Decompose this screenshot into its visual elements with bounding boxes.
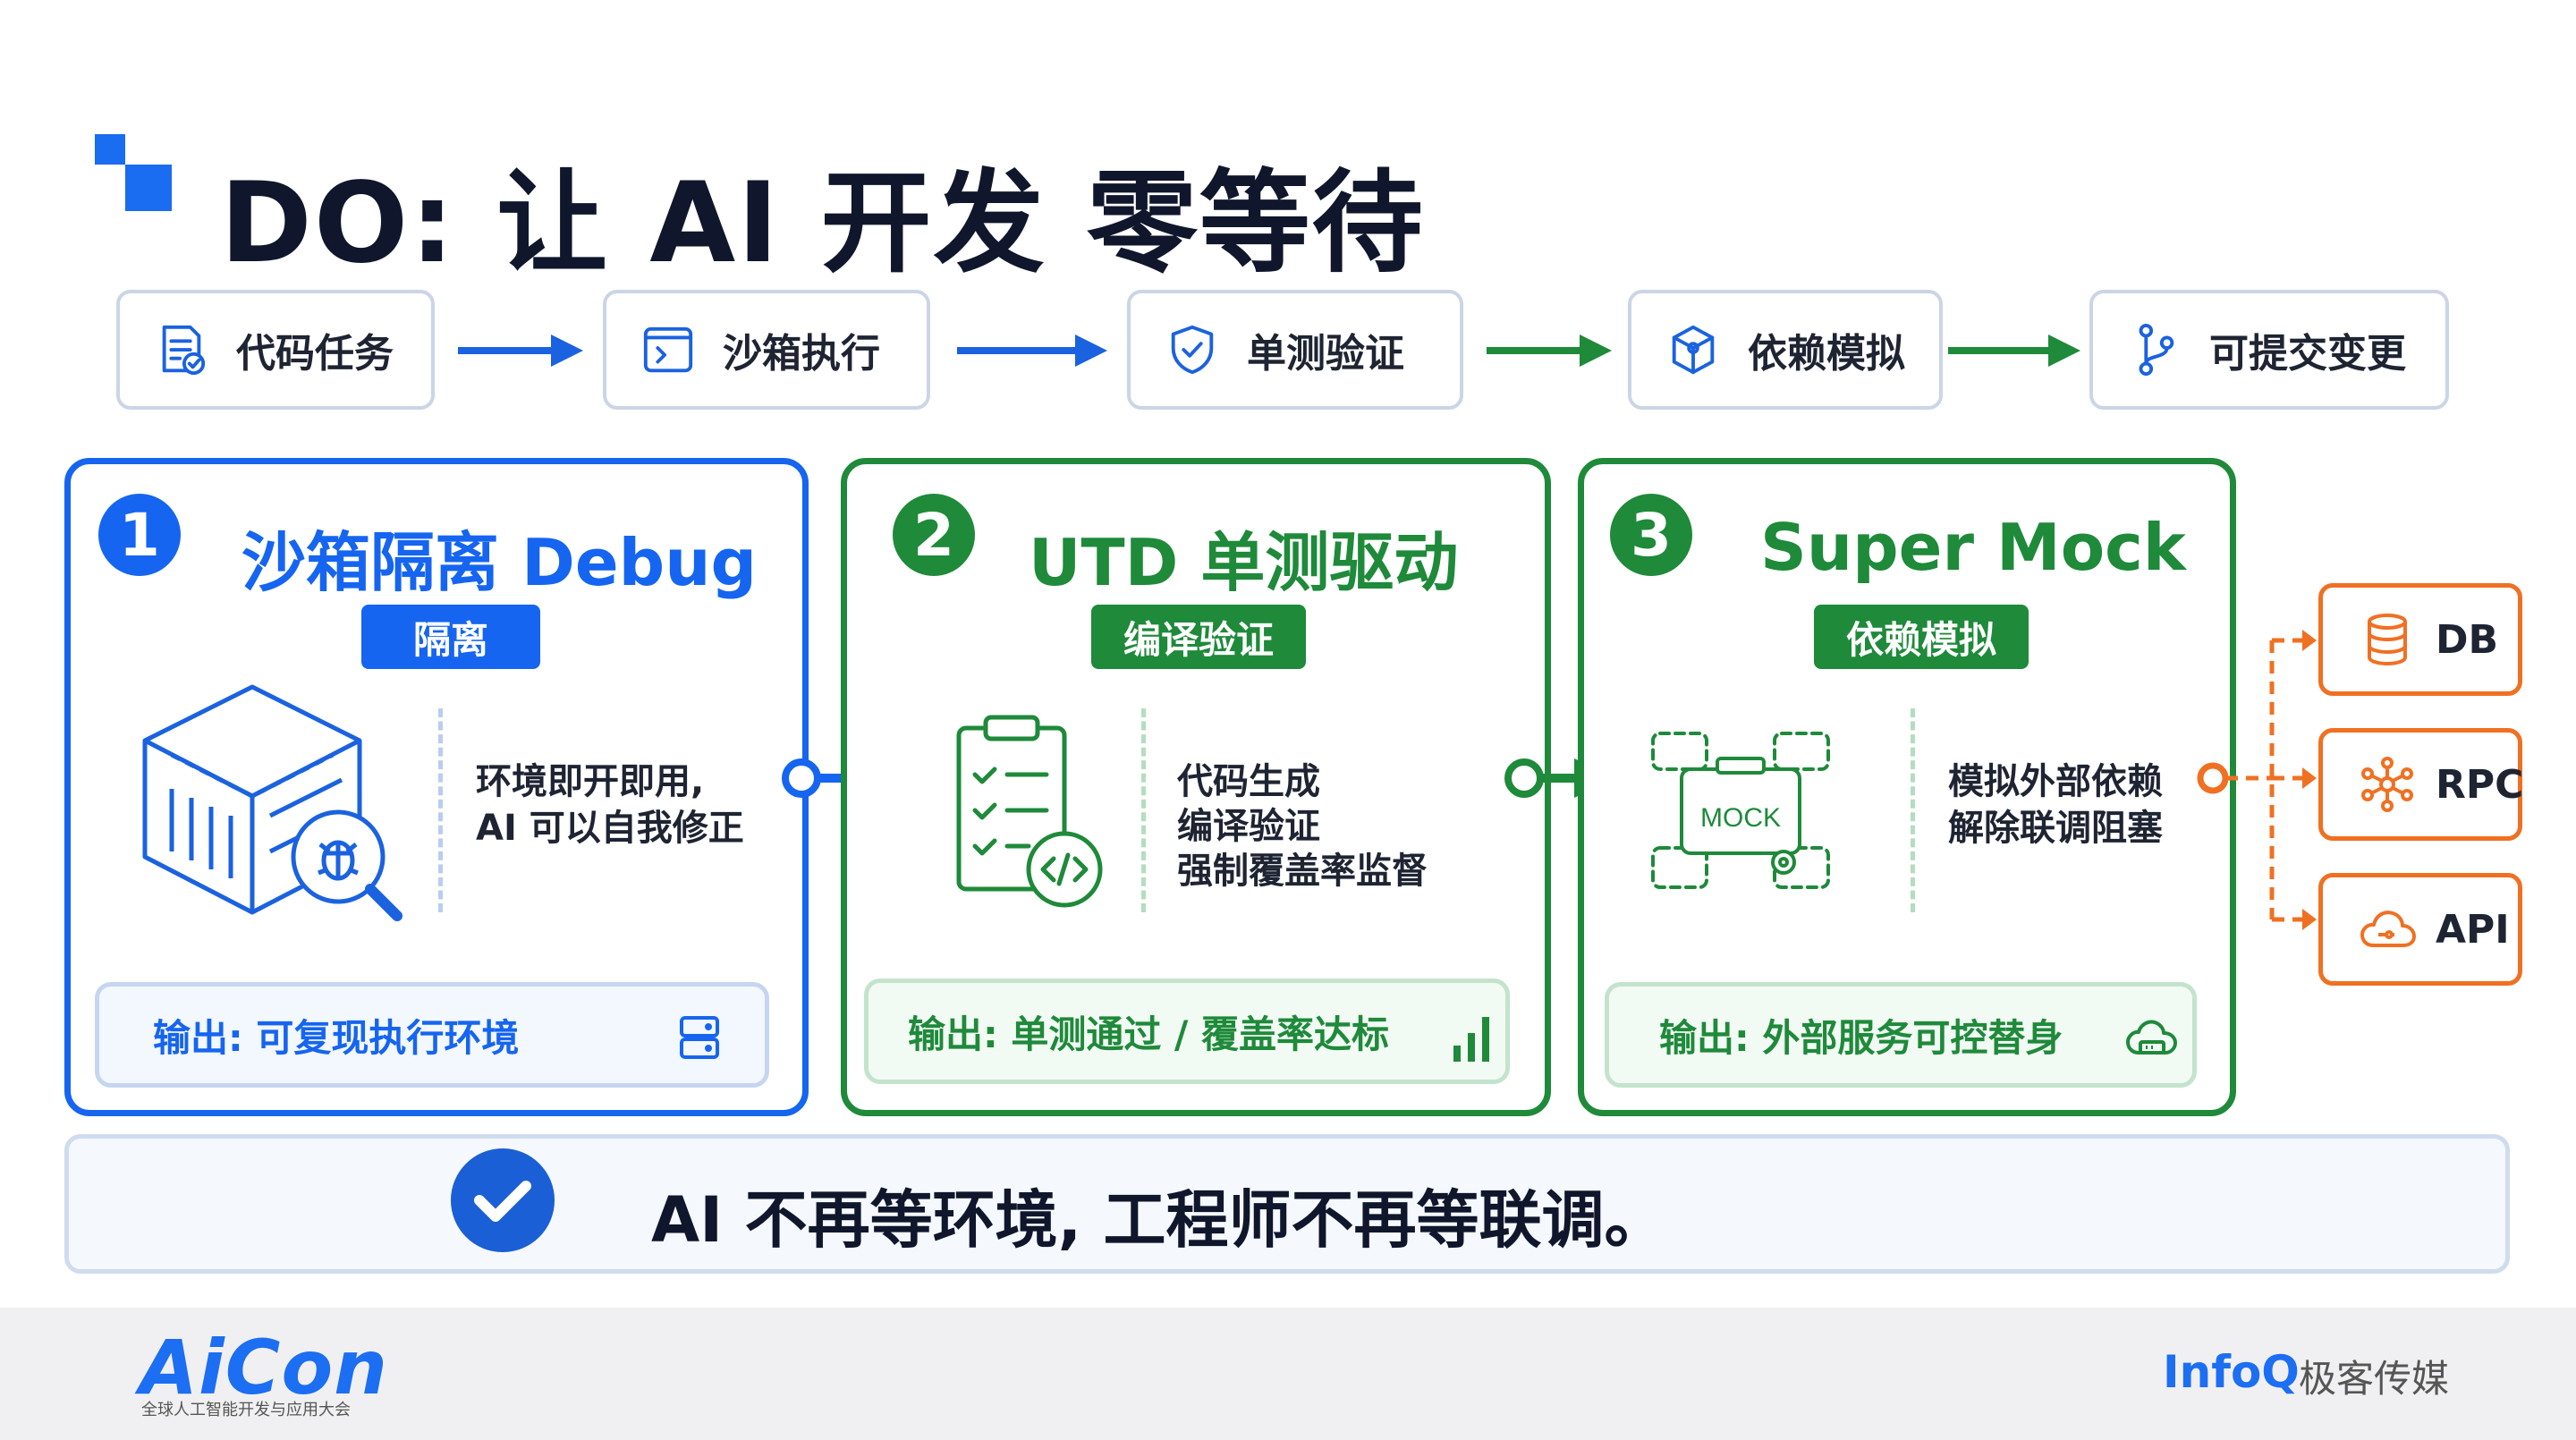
dependency-label: API <box>2436 906 2510 953</box>
clipboard-code-icon <box>956 715 1103 908</box>
check-circle-icon <box>451 1148 555 1252</box>
page-title: DO: 让 AI 开发 零等待 <box>220 159 1425 288</box>
flow-arrow-2 <box>957 335 1107 367</box>
output-text: 输出: 外部服务可控替身 <box>1659 1015 2063 1060</box>
card-desc-line-1: 模拟外部依赖 <box>1948 761 2163 802</box>
card-desc-line-1: 代码生成 <box>1177 761 1320 802</box>
dependency-api: API <box>2318 873 2522 986</box>
flow-step-label: 可提交变更 <box>2209 331 2406 377</box>
database-icon <box>2368 614 2407 666</box>
flow-arrow-1 <box>458 335 583 367</box>
server-icon <box>680 1016 719 1059</box>
cloud-icon <box>2360 911 2416 947</box>
card-badge: 编译验证 <box>1091 605 1306 669</box>
card-desc-line-2: 编译验证 <box>1177 806 1320 847</box>
dependency-db: DB <box>2318 583 2522 696</box>
git-branch-icon <box>2139 323 2174 377</box>
infoq-logo: InfoQ <box>2163 1346 2300 1398</box>
flow-step-commit: 可提交变更 <box>2089 290 2449 410</box>
flow-arrow-4 <box>1948 335 2080 367</box>
step-number-1: 1 <box>98 494 181 576</box>
step-number-2: 2 <box>893 494 975 576</box>
card-title: Super Mock <box>1760 510 2186 585</box>
network-icon <box>2361 757 2413 812</box>
output-box: 输出: 单测通过 / 覆盖率达标 <box>864 978 1510 1084</box>
card-badge: 隔离 <box>361 605 540 669</box>
flow-arrow-3 <box>1487 335 1612 367</box>
cube-icon <box>1672 325 1715 375</box>
dependency-label: DB <box>2436 616 2499 663</box>
divider <box>438 708 443 912</box>
step-number-3: 3 <box>1610 494 1692 576</box>
flow-step-unit-test: 单测验证 <box>1127 290 1463 410</box>
card-desc-line-3: 强制覆盖率监督 <box>1177 851 1428 892</box>
divider <box>1911 708 1915 912</box>
cloud-server-icon <box>2126 1020 2177 1055</box>
summary-text: AI 不再等环境, 工程师不再等联调。 <box>651 1183 1667 1257</box>
output-text: 输出: 单测通过 / 覆盖率达标 <box>908 1012 1390 1056</box>
dependency-rpc: RPC <box>2318 728 2524 841</box>
task-list-icon <box>162 325 206 376</box>
dependency-connector <box>2197 630 2317 930</box>
aicon-logo: AiCon <box>140 1324 388 1411</box>
flow-step-label: 代码任务 <box>236 331 394 377</box>
shield-check-icon <box>1171 325 1214 375</box>
card-desc-line-2: AI 可以自我修正 <box>476 808 744 849</box>
card-title: 沙箱隔离 Debug <box>242 525 758 600</box>
card-desc-line-1: 环境即开即用, <box>476 761 705 802</box>
flow-step-sandbox: 沙箱执行 <box>603 290 930 410</box>
divider <box>1141 708 1146 912</box>
flow-step-code-task: 代码任务 <box>116 290 435 410</box>
title-logo-large-square <box>125 165 172 211</box>
terminal-icon <box>643 326 693 373</box>
flow-step-label: 沙箱执行 <box>723 331 880 377</box>
card-desc-line-2: 解除联调阻塞 <box>1948 808 2163 849</box>
output-text: 输出: 可复现执行环境 <box>153 1015 520 1060</box>
publisher-name: 极客传媒 <box>2299 1357 2450 1401</box>
output-box: 输出: 可复现执行环境 <box>95 982 769 1088</box>
title-logo-small-square <box>95 134 125 165</box>
flow-step-label: 单测验证 <box>1247 331 1404 377</box>
output-box: 输出: 外部服务可控替身 <box>1605 982 2197 1088</box>
footer <box>0 1308 2576 1440</box>
aicon-subtitle: 全球人工智能开发与应用大会 <box>141 1401 351 1419</box>
bar-chart-icon <box>1453 1017 1489 1062</box>
card-title: UTD 单测驱动 <box>1029 525 1459 600</box>
card-badge: 依赖模拟 <box>1814 605 2029 669</box>
flow-step-label: 依赖模拟 <box>1748 331 1905 377</box>
flow-step-dependency-mock: 依赖模拟 <box>1628 290 1943 410</box>
mock-module-icon: MOCK <box>1651 732 1830 889</box>
sandbox-container-icon <box>142 684 402 921</box>
dependency-label: RPC <box>2436 761 2524 808</box>
mock-label: MOCK <box>1700 803 1781 833</box>
